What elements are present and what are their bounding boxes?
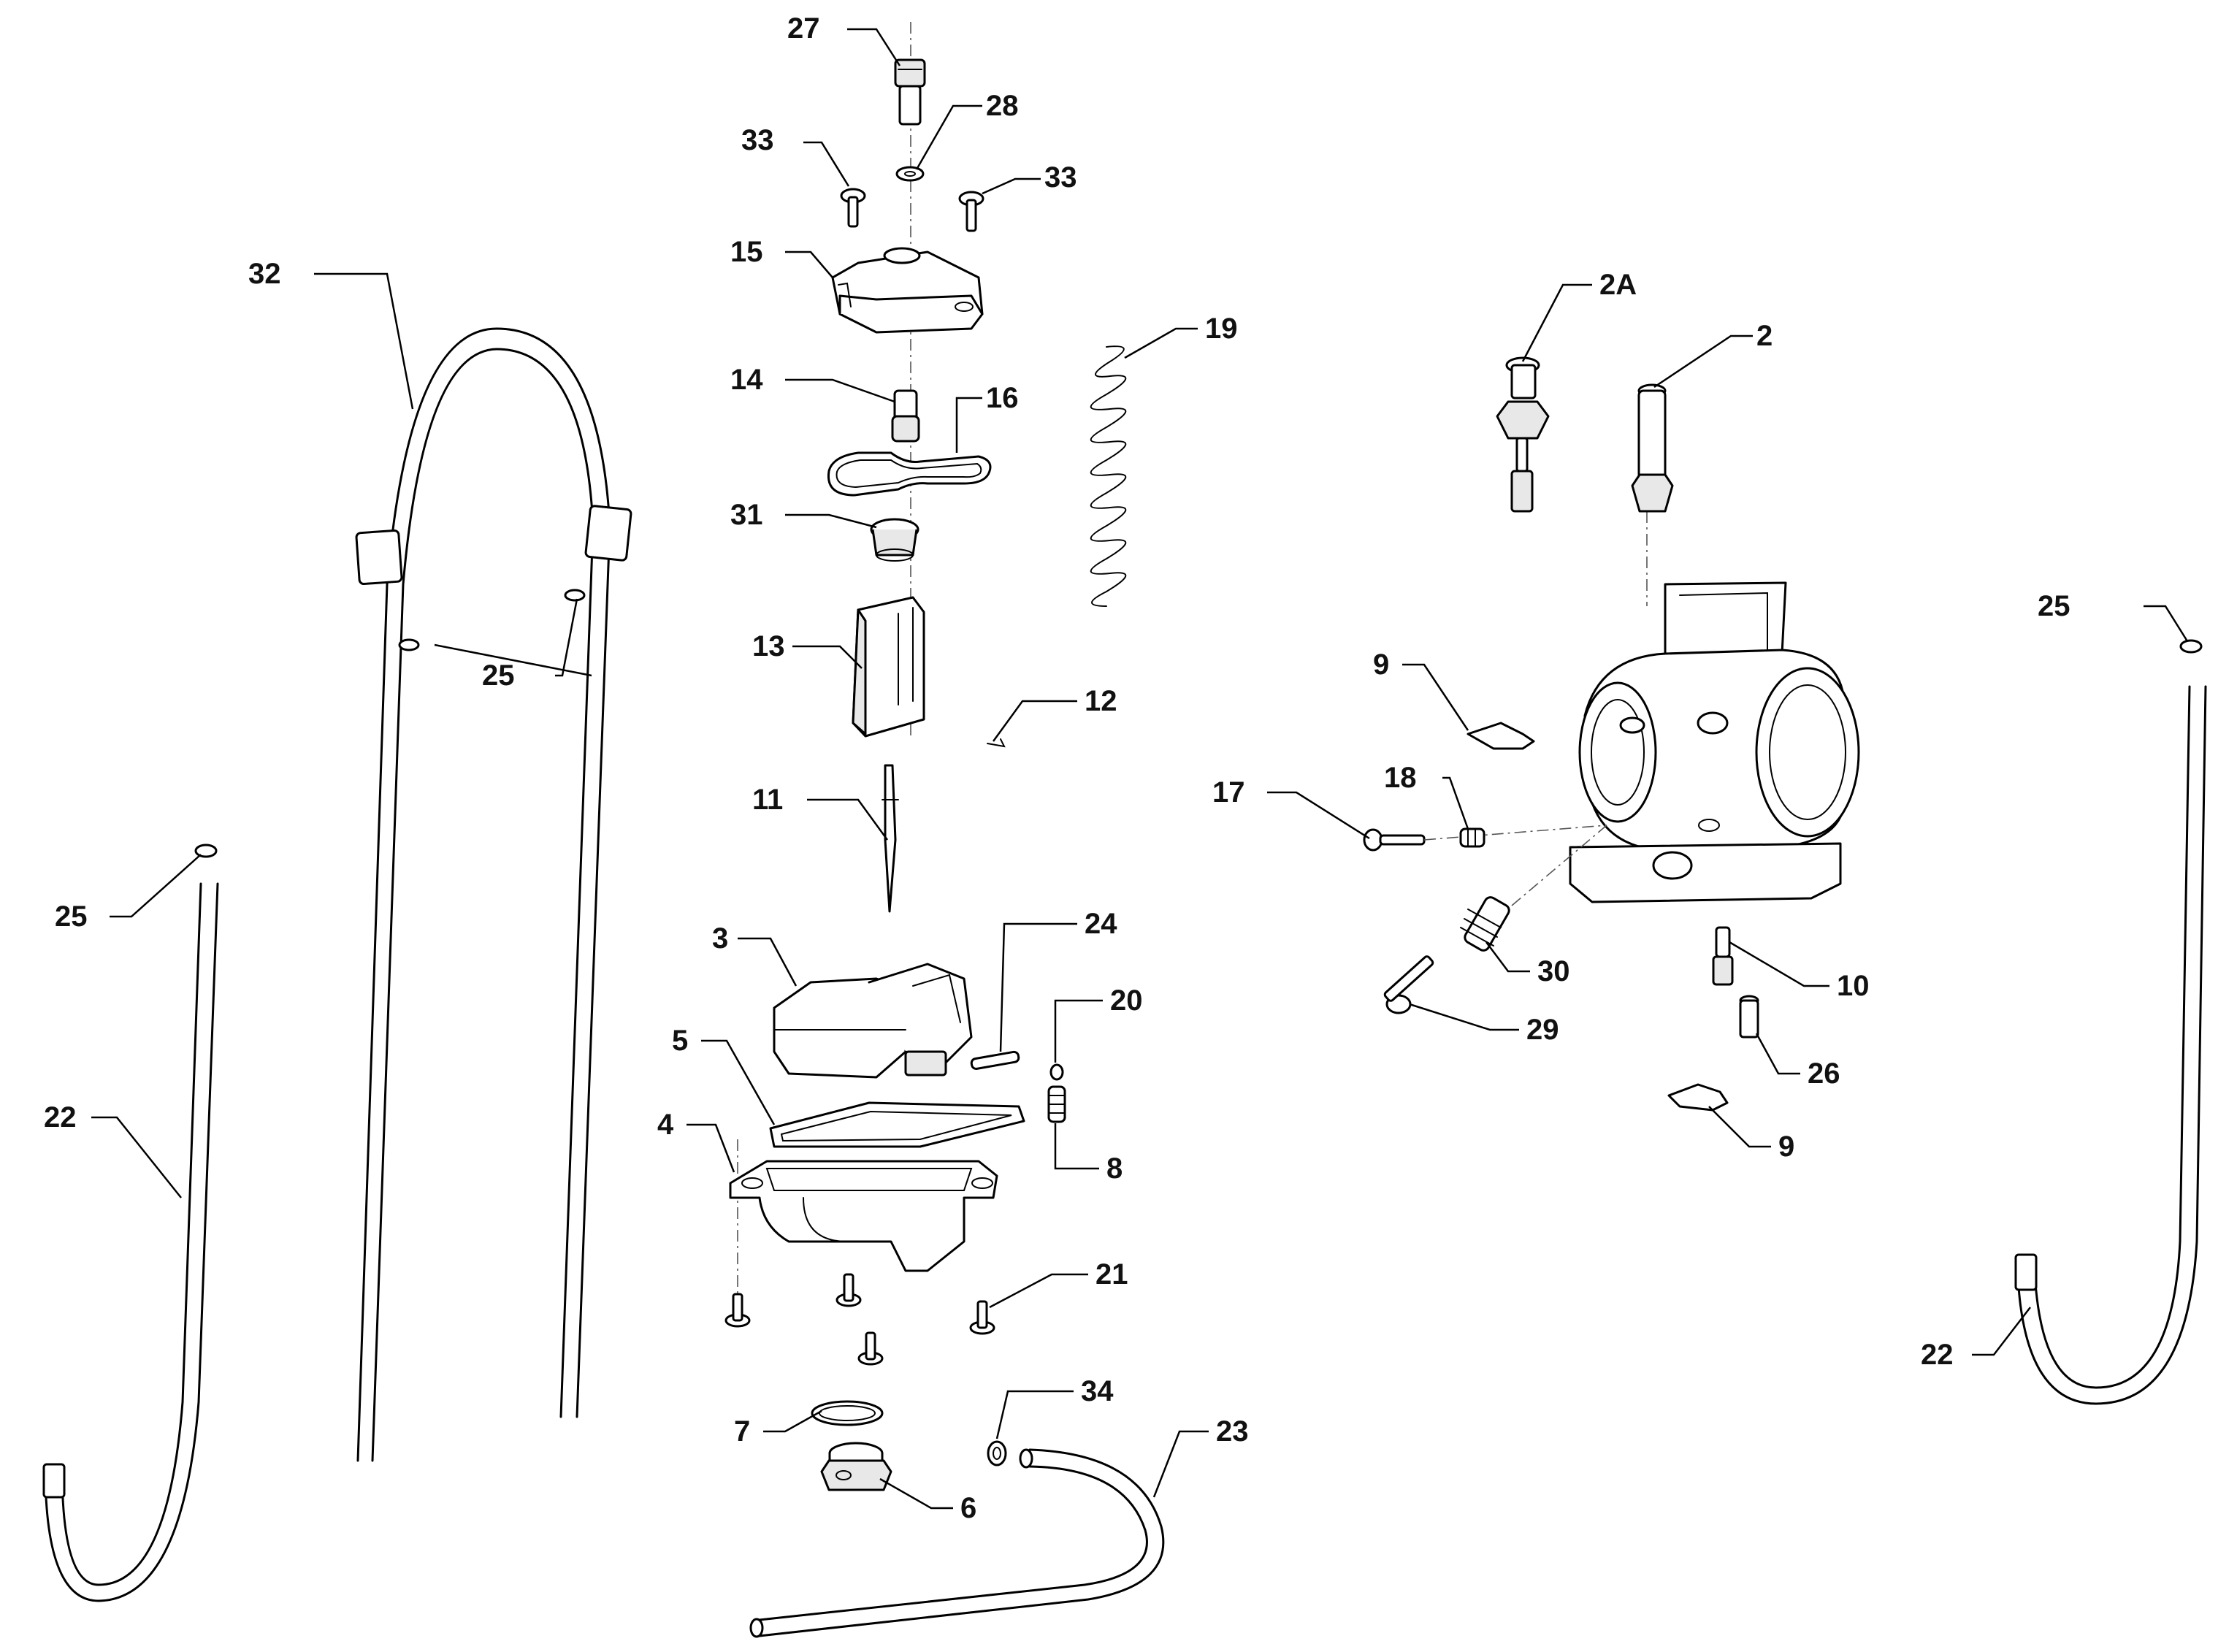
callout-12: 12 [1085,685,1117,717]
callout-21: 21 [1095,1258,1128,1290]
part-30-spring [1460,896,1510,952]
part-12-clip [987,738,1006,748]
callout-28: 28 [986,90,1019,122]
callout-25a: 25 [482,659,515,692]
part-10-fitting [1712,926,1734,986]
callout-3: 3 [712,922,728,955]
part-14-cable-adapter [891,389,920,443]
part-25-cap-c [194,844,218,858]
part-25-cap-b [564,589,586,602]
leader-lines [91,28,2189,1510]
part-20-small-ring [1049,1063,1064,1081]
part-25-cap-d [2179,639,2203,654]
part-16-gasket [827,451,992,497]
callout-9a: 9 [1373,649,1389,681]
callout-32: 32 [248,258,281,290]
part-24-pin [970,1050,1020,1070]
part-22-overflow-hose-right [2033,685,2191,1389]
callout-7: 7 [734,1415,750,1448]
callout-4: 4 [657,1109,674,1141]
part-28-washer [895,166,925,182]
part-22-overflow-hose-left [61,882,202,1586]
callout-18: 18 [1384,762,1417,794]
part-6-drain-plug [820,1442,892,1491]
callout-15: 15 [730,236,763,268]
carburetor-body [1569,581,1860,903]
callout-22b: 22 [1921,1339,1954,1371]
part-7-o-ring [811,1400,884,1426]
part-15-top-cover [831,247,984,334]
part-33-screw-left [840,188,866,228]
part-11-jet-needle [882,764,899,913]
part-31-seal-cap [870,518,919,562]
callout-10: 10 [1837,970,1870,1002]
part-3-accelerator-pump-cover [773,963,973,1079]
callout-25c: 25 [55,900,88,933]
callout-30: 30 [1537,955,1570,987]
part-9-plate-bottom [1667,1083,1729,1112]
callout-25d: 25 [2038,590,2070,622]
part-17-screw [1363,828,1426,852]
callout-22a: 22 [44,1101,77,1133]
callout-31: 31 [730,499,763,531]
part-8-spring-small [1047,1085,1066,1123]
callout-26: 26 [1808,1058,1840,1090]
part-18-spring [1459,827,1485,848]
callout-16: 16 [986,382,1019,414]
part-34-washer [987,1440,1007,1466]
callout-8: 8 [1106,1152,1123,1185]
part-32-vent-hose [356,327,611,1462]
part-4-float-bowl [729,1160,998,1272]
callout-14: 14 [730,364,763,396]
part-29-long-screw [1383,955,1434,1014]
callout-5: 5 [672,1025,688,1057]
callout-13: 13 [752,630,785,662]
part-21-bowl-screws [724,1273,995,1366]
callout-27: 27 [787,12,820,45]
part-2-fuel-screw [1631,383,1674,513]
callout-19: 19 [1205,313,1238,345]
part-27-adjuster-screw [894,58,926,126]
part-23-drain-hose [758,1448,1165,1637]
part-19-spring [1090,345,1127,607]
part-9-plate-top [1467,722,1535,750]
callout-20: 20 [1110,984,1143,1017]
callout-33a: 33 [741,124,774,156]
callout-2A: 2A [1599,269,1637,301]
part-25-cap-a [398,638,420,651]
callout-2: 2 [1756,320,1773,352]
callout-29: 29 [1526,1014,1559,1046]
part-2A-idle-adjuster [1496,356,1550,513]
part-33-screw-right [958,191,984,232]
callout-34: 34 [1081,1375,1114,1407]
part-26-fitting [1739,995,1759,1039]
callout-11: 11 [752,784,783,816]
callout-33b: 33 [1044,161,1077,194]
callout-17: 17 [1212,776,1245,808]
callout-9b: 9 [1778,1131,1794,1163]
callout-6: 6 [960,1492,976,1524]
callout-labels: 27 28 33 33 15 32 19 2A 2 14 16 31 25 13… [44,12,2070,1524]
callout-24: 24 [1085,908,1117,940]
part-13-slide-valve [852,596,925,738]
callout-23: 23 [1216,1415,1249,1448]
